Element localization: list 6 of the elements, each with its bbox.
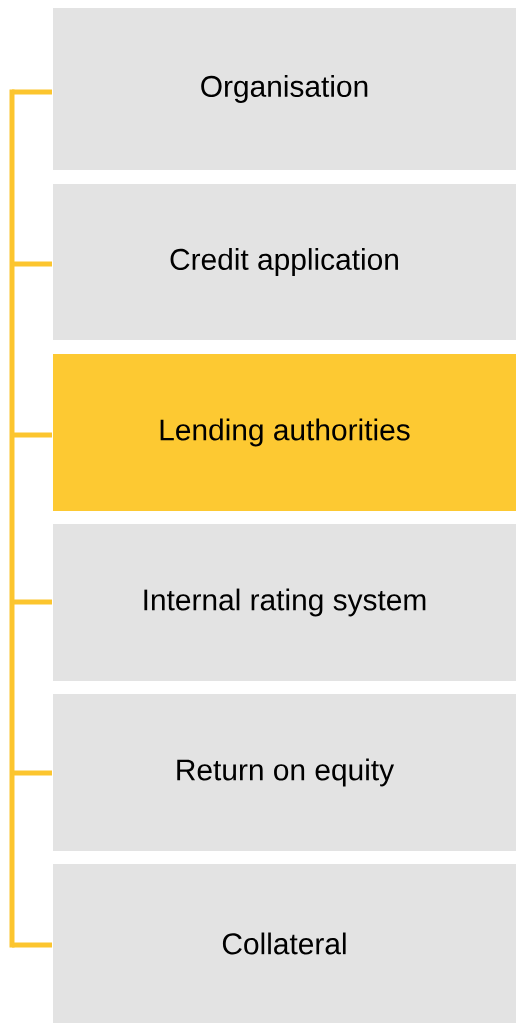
topic-box: Collateral <box>53 864 516 1023</box>
topic-box: Lending authorities <box>53 354 516 511</box>
topic-box: Return on equity <box>53 694 516 851</box>
topic-box: Internal rating system <box>53 524 516 681</box>
topic-box: Organisation <box>53 8 516 170</box>
topic-box: Credit application <box>53 184 516 340</box>
